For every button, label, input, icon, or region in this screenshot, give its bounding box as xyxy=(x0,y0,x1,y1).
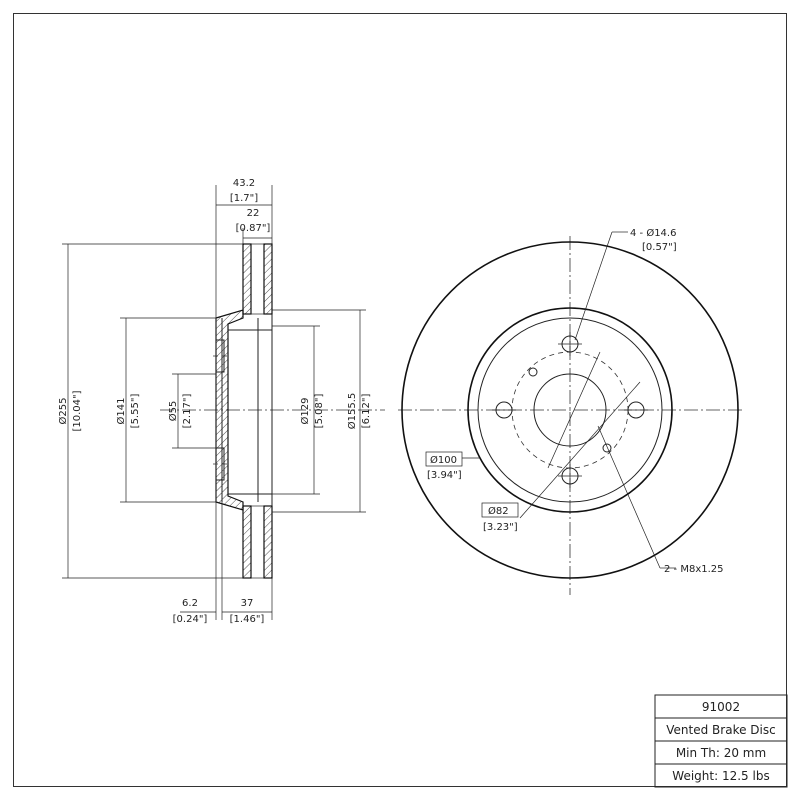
dia-outer-in: [10.04"] xyxy=(72,390,83,431)
dia-129-mm: Ø129 xyxy=(299,398,311,425)
rotor-outer-edge xyxy=(401,241,739,579)
thread-hole-1 xyxy=(528,367,538,377)
inboard-plate-bottom xyxy=(263,505,273,579)
offset-in: [1.46"] xyxy=(230,614,265,625)
width-friction-in: [0.87"] xyxy=(236,223,271,234)
outboard-plate-top xyxy=(242,243,252,315)
hat-thickness-mm: 6.2 xyxy=(182,598,198,609)
title-block: 91002 Vented Brake Disc Min Th: 20 mm We… xyxy=(654,694,788,788)
pcd-82-in: [3.23"] xyxy=(483,522,518,533)
dia-155-in: [6.12"] xyxy=(361,394,372,429)
drawing-frame xyxy=(13,13,787,787)
bolt-holes-in: [0.57"] xyxy=(642,242,677,253)
pcd-100-in: [3.94"] xyxy=(427,470,462,481)
outboard-plate-bottom xyxy=(242,505,252,579)
min-thickness: Min Th: 20 mm xyxy=(676,746,766,760)
hat-inner-edge xyxy=(477,317,663,503)
part-number: 91002 xyxy=(702,700,740,714)
width-friction-mm: 22 xyxy=(247,208,260,219)
threads-label: 2 - M8x1.25 xyxy=(664,564,724,575)
width-overall-mm: 43.2 xyxy=(233,178,255,189)
front-view: 4 - Ø14.6 [0.57"] 2 - M8x1.25 Ø100 [3.94… xyxy=(398,227,745,595)
dia-141-mm: Ø141 xyxy=(115,398,127,425)
hat-wall xyxy=(215,309,244,511)
offset-mm: 37 xyxy=(241,598,254,609)
part-description: Vented Brake Disc xyxy=(666,723,775,737)
dia-129-in: [5.08"] xyxy=(314,394,325,429)
pcd-100-box xyxy=(425,451,463,467)
hat-thickness-in: [0.24"] xyxy=(173,614,208,625)
dia-55-mm: Ø55 xyxy=(167,401,179,422)
width-overall-in: [1.7"] xyxy=(230,193,258,204)
center-bore xyxy=(533,373,607,447)
dia-141-in: [5.55"] xyxy=(130,394,141,429)
dia-155-mm: Ø155.5 xyxy=(346,393,358,430)
dia-outer-mm: Ø255 xyxy=(57,398,69,425)
pcd-82-mm: Ø82 xyxy=(488,505,509,517)
thread-hole-2 xyxy=(602,443,612,453)
side-section-view: 43.2 [1.7"] 22 [0.87"] Ø255 [10.04"] Ø14… xyxy=(57,178,385,625)
bolt-holes-mm: 4 - Ø14.6 xyxy=(630,227,676,239)
pcd-82-box xyxy=(481,502,519,518)
pcd-100-mm: Ø100 xyxy=(430,454,457,466)
hat-outer-edge xyxy=(467,307,673,513)
inboard-plate-top xyxy=(263,243,273,315)
weight: Weight: 12.5 lbs xyxy=(672,769,769,783)
dia-55-in: [2.17"] xyxy=(182,394,193,429)
